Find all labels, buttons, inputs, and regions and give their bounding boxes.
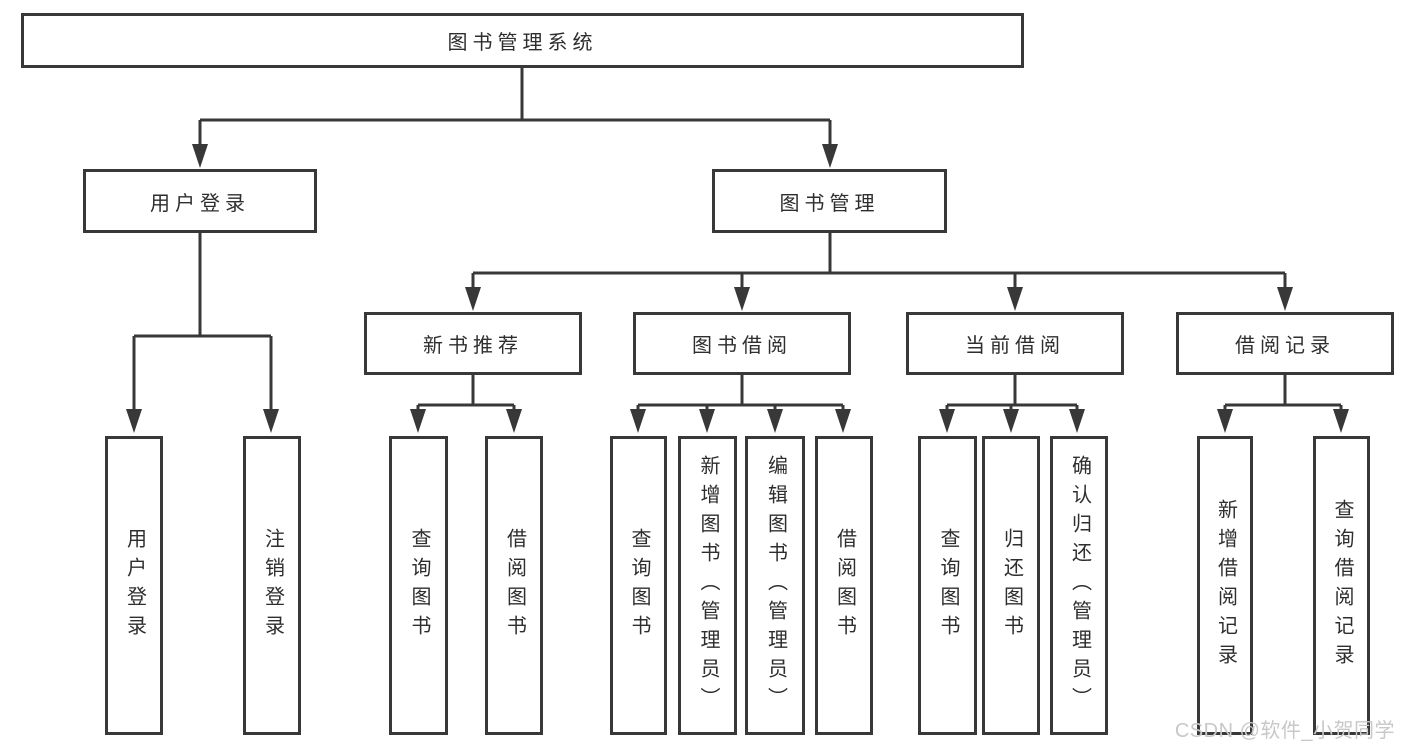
connector-book-borrowing-to-leaves <box>630 375 851 433</box>
leaf-confirm-return-admin: 确认归还（管理员） <box>1050 436 1108 735</box>
leaf-label: 用户登录 <box>123 527 146 644</box>
node-book-management: 图书管理 <box>712 169 947 233</box>
leaf-borrow-books-2: 借阅图书 <box>815 436 873 735</box>
leaf-label: 注销登录 <box>261 527 284 644</box>
leaf-label: 确认归还（管理员） <box>1068 455 1091 716</box>
node-new-book-recommendation: 新书推荐 <box>364 312 582 375</box>
leaf-label: 查询图书 <box>628 527 650 644</box>
leaf-label: 查询图书 <box>937 527 959 644</box>
connector-book-management-to-level2 <box>465 233 1293 311</box>
connector-borrowing-records-to-leaves <box>1217 375 1349 433</box>
leaf-add-borrow-record: 新增借阅记录 <box>1197 436 1253 735</box>
leaf-label: 新增借阅记录 <box>1214 498 1237 673</box>
leaf-query-books-1: 查询图书 <box>389 436 448 735</box>
leaf-query-books-3: 查询图书 <box>918 436 977 735</box>
leaf-label: 借阅图书 <box>833 527 856 644</box>
node-current-borrowing: 当前借阅 <box>906 312 1124 375</box>
leaf-label: 新增图书（管理员） <box>697 455 719 716</box>
connector-user-login-to-leaves <box>126 233 279 433</box>
leaf-return-books: 归还图书 <box>982 436 1040 735</box>
connector-root-to-level1 <box>192 68 838 168</box>
leaf-label: 编辑图书（管理员） <box>764 455 787 716</box>
leaf-edit-books-admin: 编辑图书（管理员） <box>745 436 805 735</box>
node-borrowing-records: 借阅记录 <box>1176 312 1394 375</box>
leaf-add-books-admin: 新增图书（管理员） <box>678 436 737 735</box>
node-user-login: 用户登录 <box>83 169 317 233</box>
leaf-query-borrow-record: 查询借阅记录 <box>1313 436 1370 735</box>
node-root-system: 图书管理系统 <box>21 13 1024 68</box>
leaf-label: 查询图书 <box>408 527 430 644</box>
connector-current-borrowing-to-leaves <box>939 375 1085 433</box>
leaf-logout: 注销登录 <box>243 436 301 735</box>
connector-new-book-recommendation-to-leaves <box>410 375 522 433</box>
leaf-label: 归还图书 <box>1000 527 1023 644</box>
leaf-label: 借阅图书 <box>503 527 526 644</box>
csdn-watermark: CSDN @软件_小贺同学 <box>1174 720 1395 742</box>
leaf-label: 查询借阅记录 <box>1331 498 1353 673</box>
leaf-user-login: 用户登录 <box>105 436 163 735</box>
leaf-borrow-books-1: 借阅图书 <box>485 436 543 735</box>
leaf-query-books-2: 查询图书 <box>610 436 667 735</box>
node-book-borrowing: 图书借阅 <box>633 312 851 375</box>
